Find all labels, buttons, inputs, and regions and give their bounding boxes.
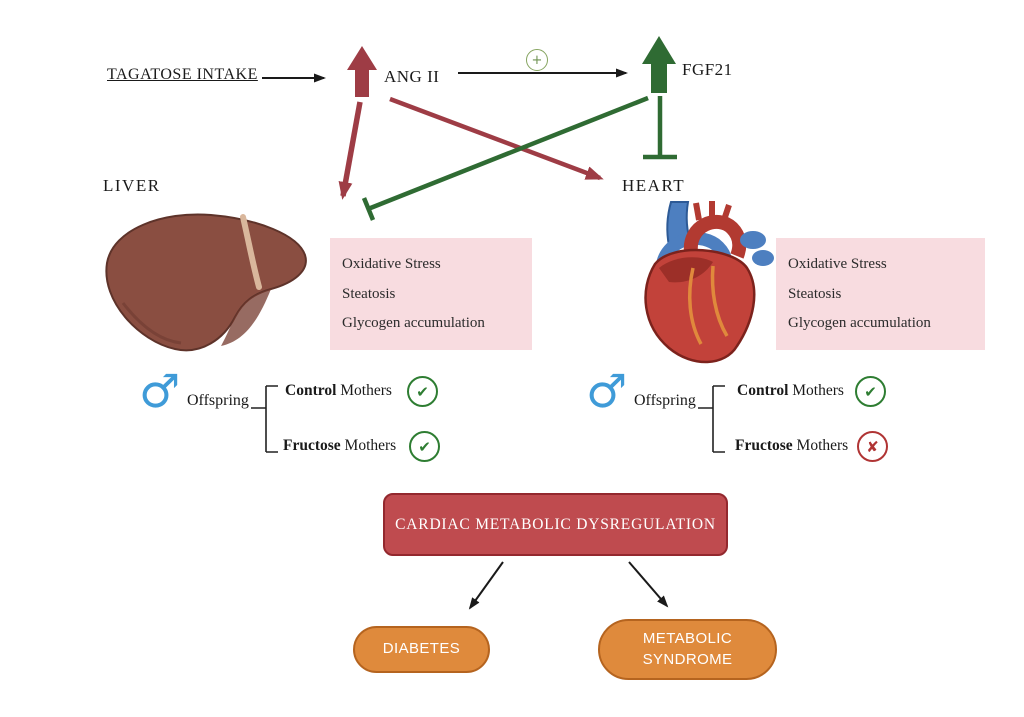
heart-pulmonary-artery (656, 231, 733, 270)
fgf21-label: FGF21 (682, 60, 733, 79)
liver-lower-edge (121, 302, 182, 345)
liver-effects-panel: Oxidative Stress Steatosis Glycogen accu… (330, 238, 532, 350)
branch-name: Fructose (735, 437, 793, 454)
heart-illustration (644, 201, 774, 364)
effect-item: Glycogen accumulation (788, 314, 931, 331)
check-glyph: ✔ (416, 382, 429, 401)
liver-fructose-mothers-label: Fructose Mothers (283, 437, 396, 455)
fgf21-increase-arrow (642, 36, 676, 93)
heart-effects-panel: Oxidative Stress Steatosis Glycogen accu… (776, 238, 985, 350)
check-glyph: ✔ (864, 382, 877, 401)
fgf21-liver-inhibition-bar (361, 197, 376, 221)
liver-label: LIVER (103, 176, 161, 195)
effect-item: Steatosis (342, 285, 396, 302)
offspring-label-liver: Offspring (187, 392, 249, 409)
liver-body (105, 213, 307, 352)
effect-item: Glycogen accumulation (342, 314, 485, 331)
heart-fructose-mothers-label: Fructose Mothers (735, 437, 848, 455)
metabolic-syndrome-box: METABOLIC SYNDROME (598, 619, 777, 680)
offspring-label-heart: Offspring (634, 392, 696, 409)
heart-coronary-streaks (687, 265, 729, 345)
liver-right-lobe-shade (221, 289, 271, 346)
liver-control-mothers-label: Control Mothers (285, 382, 392, 400)
male-icon: ♂ (139, 364, 181, 418)
plus-glyph: + (531, 52, 543, 68)
liver-illustration (105, 213, 307, 352)
diabetes-box: DIABETES (353, 626, 490, 673)
effect-item: Oxidative Stress (788, 256, 887, 273)
heart-pulmonary-vein-1 (740, 231, 766, 249)
fgf21-liver-inhibition-line (367, 95, 649, 212)
effect-item: Oxidative Stress (342, 256, 441, 273)
heart-atrium-shade (659, 257, 713, 283)
cardiac-dysregulation-box: CARDIAC METABOLIC DYSREGULATION (383, 493, 728, 556)
male-icon: ♂ (586, 364, 628, 418)
cross-glyph: ✘ (866, 437, 879, 456)
ang-ii-label: ANG II (384, 67, 440, 86)
heart-body (644, 248, 756, 364)
branch-name: Control (285, 382, 337, 399)
heart-aorta-branches (693, 201, 732, 221)
angii-to-heart-arrow (389, 96, 604, 181)
plus-icon: + (526, 49, 548, 71)
branch-suffix: Mothers (336, 382, 392, 399)
heart-control-mothers-label: Control Mothers (737, 382, 844, 400)
dysregulation-to-metabolic-arrow (628, 561, 669, 608)
effect-item: Steatosis (788, 285, 842, 302)
check-glyph: ✔ (418, 437, 431, 456)
check-icon: ✔ (855, 376, 886, 407)
branch-suffix: Mothers (788, 382, 844, 399)
heart-offspring-bracket (698, 385, 725, 453)
branch-name: Fructose (283, 437, 341, 454)
cross-icon: ✘ (857, 431, 888, 462)
angii-to-liver-arrow (338, 101, 363, 200)
heart-label: HEART (622, 176, 686, 195)
heart-pulmonary-vein-2 (752, 250, 774, 266)
branch-suffix: Mothers (792, 437, 849, 454)
heart-aorta (683, 215, 747, 259)
branch-name: Control (737, 382, 789, 399)
dysregulation-to-diabetes-arrow (468, 561, 504, 610)
branch-suffix: Mothers (340, 437, 397, 454)
liver-offspring-bracket (251, 385, 278, 453)
check-icon: ✔ (407, 376, 438, 407)
liver-ligament (240, 214, 262, 290)
heart-vena-cava (666, 201, 693, 248)
angii-increase-arrow (347, 46, 377, 97)
tagatose-intake-label: TAGATOSE INTAKE (107, 66, 258, 83)
check-icon: ✔ (409, 431, 440, 462)
